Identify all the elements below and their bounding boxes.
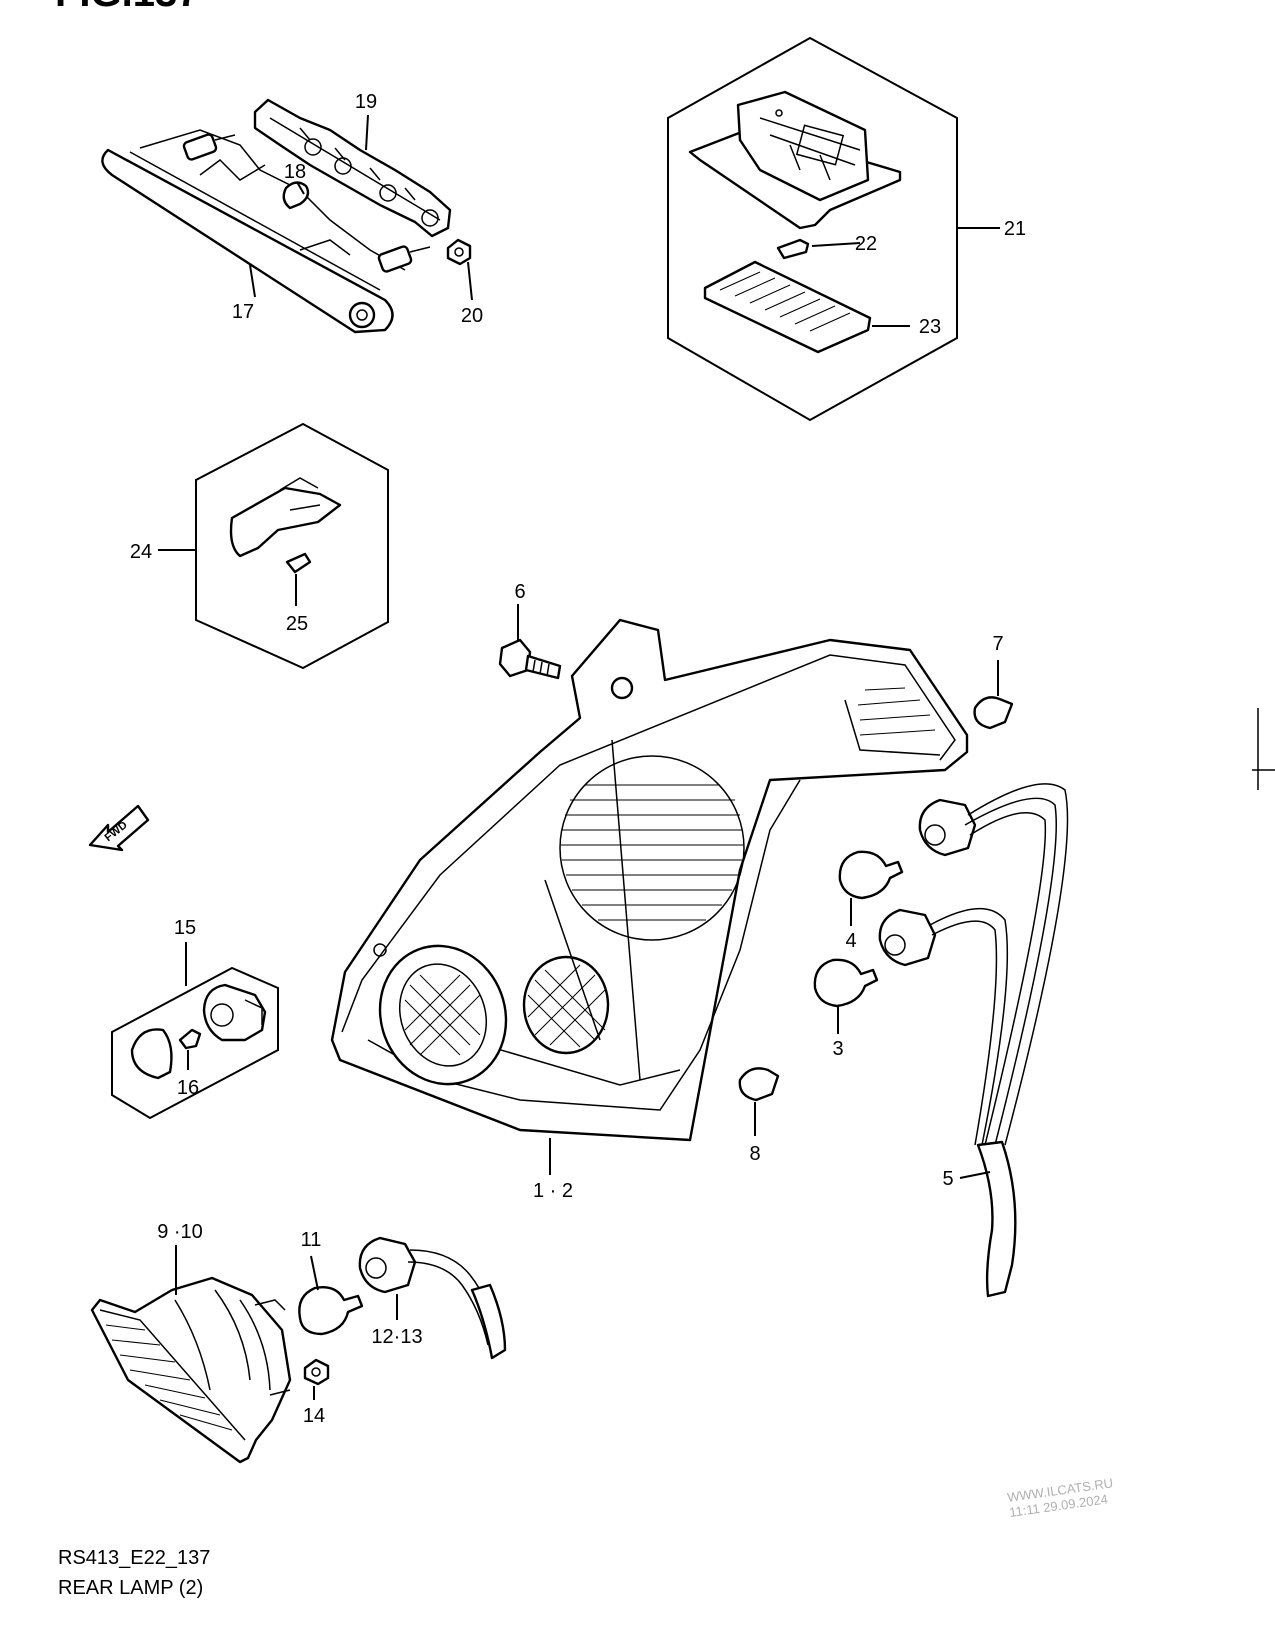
callout-3: 3 [832,1038,843,1060]
callout-8: 8 [749,1143,760,1165]
callout-6: 6 [514,581,525,603]
fwd-direction-arrow: FWD [88,804,150,852]
high-mount-stop-lamp-group [101,98,472,334]
reverse-lens-crosshatch [404,974,481,1056]
callout-11: 11 [301,1229,322,1251]
callout-9-10: 9 ·10 [157,1221,203,1243]
upper-reflector [559,755,745,941]
rear-combination-lamp [330,618,969,1142]
sheet-edge-mark [1252,708,1275,790]
nut-20[interactable] [446,238,472,266]
lower-lamp-group [90,1236,507,1464]
turn-lamp-lens[interactable] [522,955,610,1055]
side-turn-group [111,966,279,1120]
bolt-6[interactable] [498,638,562,680]
lower-lens-texture [105,1324,233,1431]
side-turn-lens[interactable] [130,1028,173,1080]
nut-14[interactable] [303,1358,330,1386]
callout-7: 7 [992,633,1003,655]
lamp-end-grommet [348,301,376,329]
side-turn-frame [111,966,279,1120]
callout-22: 22 [855,233,877,255]
figure-heading: FIG.137 [55,0,200,15]
bulb-18[interactable] [282,181,310,210]
upper-reflector-texture [561,784,743,921]
callout-20: 20 [461,305,483,327]
callout-25: 25 [286,613,308,635]
bulb-4[interactable] [838,850,904,900]
socket-lower[interactable] [878,908,937,967]
side-turn-socket[interactable] [202,983,267,1042]
callout-19: 19 [355,91,377,113]
reverse-lamp-lens[interactable] [361,928,525,1102]
bulb-16[interactable] [178,1028,202,1050]
side-marker-lamp-24[interactable] [229,486,342,558]
bulb-3[interactable] [813,958,879,1008]
wedge-bulb-25[interactable] [285,552,312,574]
bulb-11[interactable] [298,1286,364,1336]
callout-23: 23 [919,316,941,338]
license-lamp-group [667,36,958,422]
diagram-title: REAR LAMP (2) [58,1577,203,1599]
callout-16: 16 [177,1077,199,1099]
harness-sleeve-5[interactable] [976,1140,1017,1298]
clip-8[interactable] [738,1067,780,1102]
turn-lens-crosshatch [527,964,606,1048]
festoon-bulb-22[interactable] [776,238,810,260]
callout-18: 18 [284,161,306,183]
model-code: RS413_E22_137 [58,1547,210,1569]
callout-15: 15 [174,917,196,939]
lower-lamp-body[interactable] [90,1276,292,1464]
license-lamp-hex-frame [667,36,958,422]
side-marker-group [195,422,389,670]
side-marker-hex-frame [195,422,389,670]
callout-21: 21 [1004,218,1026,240]
clip-7[interactable] [973,696,1014,730]
upper-lens-texture [857,687,936,736]
callout-24: 24 [130,541,152,563]
socket-12-13[interactable] [358,1236,417,1294]
callout-4: 4 [845,930,856,952]
callout-12-13: 12·13 [371,1326,422,1348]
lens-23-texture [719,271,851,332]
license-lamp-lens[interactable] [703,260,872,354]
socket-upper[interactable] [918,798,977,857]
high-mount-lamp-body[interactable] [101,148,394,334]
callout-14: 14 [303,1405,325,1427]
callout-5: 5 [942,1168,953,1190]
callout-17: 17 [232,301,254,323]
callout-1-2: 1 · 2 [533,1180,573,1202]
socket-harness-group [813,783,1069,1298]
